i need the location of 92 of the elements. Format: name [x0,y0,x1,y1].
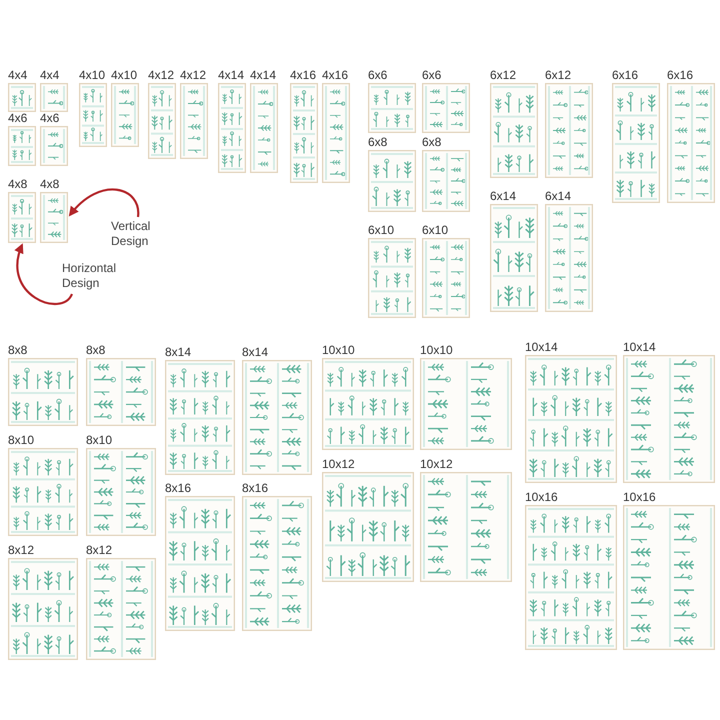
size-label: 6x14 [490,190,516,202]
embroidery-design-picture [86,358,156,426]
size-label: 4x8 [40,178,60,190]
embroidery-design-picture [40,83,68,112]
size-label: 6x8 [368,136,388,148]
size-label: 4x16 [322,69,348,81]
embroidery-design-picture [368,238,416,318]
embroidery-design-picture [218,83,246,173]
embroidery-design-picture [422,83,470,133]
size-label: 6x6 [422,69,442,81]
embroidery-design-picture [667,83,715,203]
size-label: 8x16 [165,482,192,494]
embroidery-design-picture [322,472,414,582]
embroidery-design-picture [40,192,68,243]
size-label: 6x16 [612,69,638,81]
size-label: 6x12 [545,69,572,81]
size-label: 4x14 [218,69,244,81]
size-label: 4x6 [40,112,60,124]
embroidery-design-picture [242,496,312,631]
size-label: 4x10 [79,69,106,81]
size-label: 10x10 [420,344,453,356]
annotation-text: Horizontal Design [62,261,118,291]
embroidery-design-picture [368,150,416,212]
size-label: 8x8 [86,344,106,356]
embroidery-design-picture [322,358,414,450]
size-label: 4x6 [8,112,28,124]
embroidery-design-picture [8,448,78,536]
embroidery-design-picture [420,472,512,582]
size-label: 8x12 [86,544,112,556]
embroidery-design-picture [525,355,617,483]
embroidery-design-picture [148,83,176,159]
embroidery-design-picture [612,83,660,203]
size-label: 4x16 [290,69,316,81]
embroidery-design-picture [545,204,593,312]
embroidery-design-picture [545,83,593,178]
embroidery-design-picture [420,358,512,450]
size-label: 10x16 [623,491,656,503]
curved-arrow [14,243,73,305]
size-label: 8x14 [242,346,268,358]
size-label: 4x10 [111,69,138,81]
embroidery-design-picture [490,83,538,178]
size-label: 10x14 [525,341,558,353]
embroidery-design-picture [290,83,318,183]
embroidery-design-picture [180,83,208,159]
size-label: 4x14 [250,69,276,81]
embroidery-design-picture [525,505,617,650]
embroidery-design-picture [250,83,278,173]
size-label: 8x16 [242,482,268,494]
size-label: 6x12 [490,69,516,81]
embroidery-design-picture [8,83,36,112]
embroidery-design-picture [165,496,235,631]
embroidery-design-picture [86,558,156,660]
size-label: 8x10 [86,434,112,446]
embroidery-design-picture [623,355,715,483]
size-label: 6x10 [368,224,394,236]
size-label: 4x4 [40,69,60,81]
size-label: 10x12 [322,458,355,470]
size-label: 10x14 [623,341,656,353]
size-label: 8x10 [8,434,34,446]
size-label: 10x12 [420,458,453,470]
size-label: 6x14 [545,190,572,202]
annotation-text: Vertical Design [111,219,152,249]
size-label: 4x12 [148,69,174,81]
embroidery-design-picture [490,204,538,312]
embroidery-design-picture [422,150,470,212]
size-label: 4x8 [8,178,28,190]
size-label: 8x12 [8,544,34,556]
size-label: 6x10 [422,224,448,236]
embroidery-design-picture [40,126,68,166]
size-label: 10x10 [322,344,355,356]
embroidery-design-picture [8,126,36,166]
size-label: 10x16 [525,491,558,503]
embroidery-design-picture [8,558,78,660]
embroidery-design-picture [165,360,235,475]
size-label: 8x14 [165,346,192,358]
embroidery-design-picture [422,238,470,318]
embroidery-design-picture [242,360,312,475]
size-label: 4x12 [180,69,206,81]
curved-arrow [68,188,140,218]
size-label: 6x8 [422,136,442,148]
size-label: 4x4 [8,69,28,81]
embroidery-design-picture [8,358,78,426]
embroidery-design-picture [79,83,107,147]
embroidery-design-picture [111,83,139,147]
size-label: 8x8 [8,344,28,356]
size-label: 6x16 [667,69,694,81]
embroidery-design-picture [368,83,416,133]
embroidery-design-picture [8,192,36,243]
embroidery-design-picture [623,505,715,650]
embroidery-design-picture [322,83,350,183]
size-label: 6x6 [368,69,388,81]
embroidery-design-picture [86,448,156,536]
